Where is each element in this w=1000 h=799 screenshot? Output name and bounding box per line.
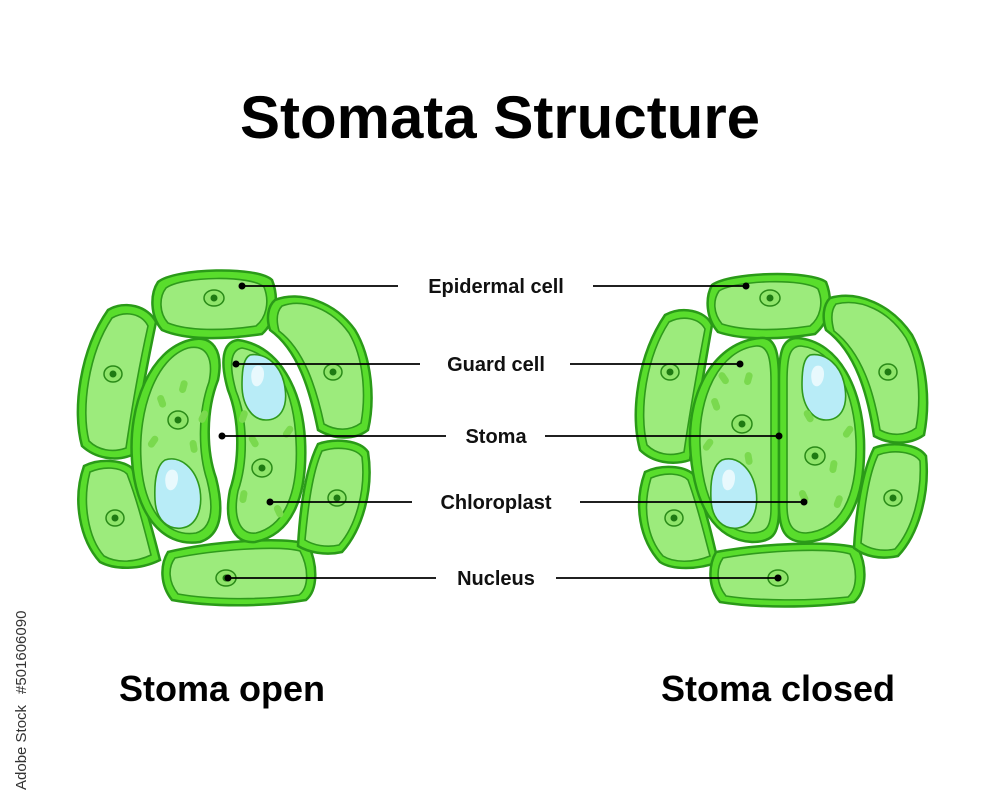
epidermal-cell: [852, 443, 928, 559]
epidermal-cell: [266, 295, 373, 439]
pointer-dot: [266, 498, 274, 506]
guard-cell-left: [688, 336, 781, 544]
pointer-dot: [774, 574, 782, 582]
caption-stoma-open: Stoma open: [119, 668, 325, 709]
epidermal-cell: [822, 294, 929, 444]
label-chloroplast: Chloroplast: [440, 492, 551, 514]
pointer-dot: [218, 432, 226, 440]
guard-cell-right: [777, 336, 866, 544]
stoma-open-diagram: [76, 269, 373, 607]
epidermal-cell: [706, 272, 831, 340]
epidermal-cell: [151, 269, 278, 340]
watermark: Adobe Stock #501606090: [13, 611, 30, 790]
label-epidermal-cell: Epidermal cell: [428, 276, 564, 298]
label-guard-cell-group: Guard cell: [232, 354, 744, 376]
label-stoma: Stoma: [465, 426, 527, 448]
pointer-dot: [736, 360, 744, 368]
pointer-dot: [742, 282, 750, 290]
epidermal-cell: [709, 542, 866, 608]
stoma-closed-diagram: [634, 272, 929, 608]
guard-cell-right: [222, 338, 307, 544]
epidermal-cell: [161, 539, 317, 607]
guard-cell-left: [130, 337, 222, 544]
label-stoma-group: Stoma: [218, 426, 783, 448]
label-chloroplast-group: Chloroplast: [266, 492, 808, 514]
watermark-brand: Adobe Stock: [13, 704, 30, 790]
caption-stoma-closed: Stoma closed: [661, 668, 895, 709]
label-nucleus: Nucleus: [457, 568, 535, 590]
label-nucleus-group: Nucleus: [224, 568, 782, 590]
pointer-dot: [800, 498, 808, 506]
pointer-dot: [232, 360, 240, 368]
label-epidermal-cell-group: Epidermal cell: [238, 276, 750, 298]
pointer-dot: [238, 282, 246, 290]
pointer-dot: [775, 432, 783, 440]
epidermal-cell: [296, 439, 371, 555]
watermark-id: #501606090: [13, 611, 30, 694]
label-guard-cell: Guard cell: [447, 354, 545, 376]
pointer-dot: [224, 574, 232, 582]
page-title: Stomata Structure: [240, 84, 760, 151]
epidermal-cell: [77, 459, 162, 569]
